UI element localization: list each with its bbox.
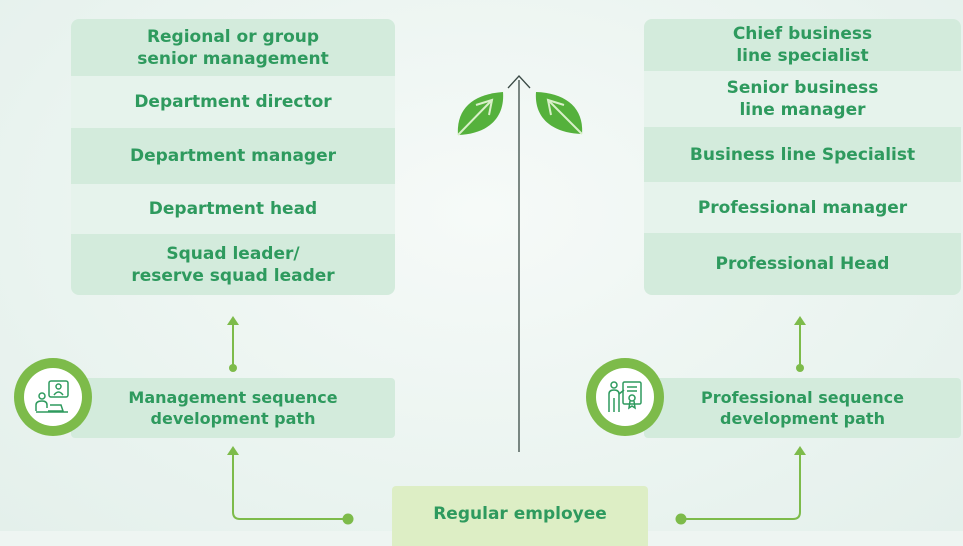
left-elbow-arrow-icon: [227, 446, 239, 455]
professional-path-label: Professional sequence development path: [644, 378, 961, 438]
professional-levels-stack: Chief business line specialist Senior bu…: [644, 19, 961, 295]
right-up-arrow-icon: [794, 316, 806, 325]
management-level-1: Regional or group senior management: [71, 19, 395, 76]
left-leaf-icon: [457, 92, 504, 136]
right-elbow-dot: [675, 513, 687, 525]
professional-level-1: Chief business line specialist: [644, 19, 961, 71]
professional-level-5: Professional Head: [644, 233, 961, 295]
management-badge: [14, 358, 92, 436]
right-elbow-arrow-icon: [794, 446, 806, 455]
professional-level-3: Business line Specialist: [644, 127, 961, 182]
management-level-3: Department manager: [71, 128, 395, 184]
management-level-2: Department director: [71, 76, 395, 128]
connectors-layer: [227, 75, 806, 525]
management-level-5: Squad leader/ reserve squad leader: [71, 234, 395, 295]
presenter-laptop-icon: [35, 380, 69, 413]
management-path-label: Management sequence development path: [71, 378, 395, 438]
regular-employee-box: Regular employee: [392, 486, 648, 546]
management-levels-stack: Regional or group senior management Depa…: [71, 19, 395, 295]
professional-badge: [586, 358, 664, 436]
professional-level-4: Professional manager: [644, 182, 961, 233]
left-up-arrow-icon: [227, 316, 239, 325]
presenter-certificate-icon: [608, 381, 642, 412]
regular-employee-label: Regular employee: [433, 504, 607, 524]
right-leaf-icon: [535, 92, 583, 135]
professional-level-2: Senior business line manager: [644, 71, 961, 127]
management-level-4: Department head: [71, 184, 395, 234]
central-stem-arrowhead: [507, 75, 531, 89]
left-elbow-dot: [342, 513, 354, 525]
